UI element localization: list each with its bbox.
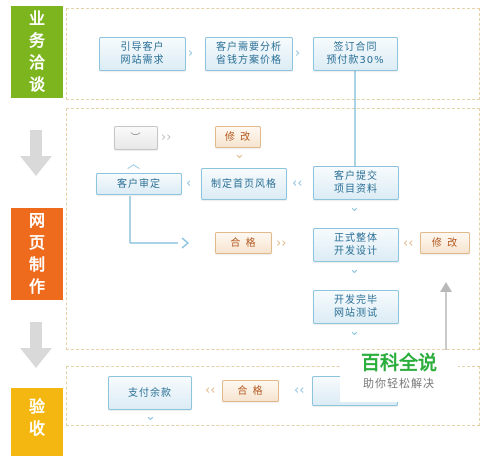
full-development-line1: 正式整体 (334, 233, 378, 244)
guide-needs-line2: 网站需求 (120, 55, 165, 66)
chevron-down-icon: ⌄ (349, 200, 360, 215)
pay-balance-box: 支付余款 (108, 376, 192, 410)
analysis-line2: 省钱方案价格 (216, 55, 282, 66)
watermark-subtitle: 助你轻松解决 (363, 377, 435, 390)
stage-label-char: 务 (28, 31, 45, 50)
stage-down-arrow-icon (20, 130, 52, 176)
analysis-box: 客户需要分析 省钱方案价格 (205, 37, 293, 71)
qualified-mid-box: 合 格 (215, 232, 272, 254)
chevron-right-icon: ›› (161, 130, 172, 145)
sign-contract-box: 签订合同 预付款30% (313, 37, 398, 71)
full-development-box: 正式整体 开发设计 (313, 228, 399, 262)
watermark-title: 百科全说 (360, 352, 437, 374)
full-development-line2: 开发设计 (334, 246, 378, 257)
unhappy-face-box: ︶ (114, 126, 158, 150)
stage-label-char: 验 (28, 397, 45, 416)
sign-contract-line2: 预付款30% (326, 55, 385, 66)
chevron-left-icon: ‹‹ (292, 176, 303, 191)
stage-label-char: 制 (28, 255, 45, 274)
homepage-style-box: 制定首页风格 (201, 168, 287, 200)
customer-review-box: 客户审定 (96, 173, 182, 195)
dev-complete-line1: 开发完毕 (334, 295, 378, 306)
chevron-down-icon: ⌄ (145, 409, 156, 424)
customer-review-label: 客户审定 (117, 178, 161, 190)
modify-top-label: 修 改 (224, 131, 252, 143)
chevron-up-icon: ︿ (127, 157, 141, 172)
stage-label-char: 业 (28, 9, 45, 28)
qualified-mid-label: 合 格 (230, 237, 257, 249)
stage-negotiation: 业务洽谈 (11, 6, 63, 98)
chevron-left-icon: ‹‹ (205, 383, 216, 398)
modify-right-box: 修 改 (420, 232, 470, 254)
chevron-right-icon: › (295, 46, 301, 61)
guide-needs-line1: 引导客户 (120, 42, 165, 53)
unhappy-face-icon: ︶ (130, 132, 142, 144)
analysis-line1: 客户需要分析 (216, 42, 282, 53)
stage-label-char: 作 (28, 277, 45, 296)
pay-balance-label: 支付余款 (128, 387, 172, 399)
chevron-left-icon: ‹ (186, 176, 192, 191)
watermark-logo: 百科全说 助你轻松解决 (340, 350, 458, 402)
chevron-right-icon: › (188, 46, 194, 61)
guide-needs-box: 引导客户 网站需求 (99, 37, 186, 71)
chevron-down-icon: ⌄ (349, 262, 360, 277)
flow-connectors (129, 70, 452, 350)
chevron-left-icon: ‹‹ (294, 383, 305, 398)
negotiation-panel (66, 8, 480, 100)
submit-materials-box: 客户提交 项目资料 (313, 166, 399, 200)
stage-down-arrow-icon (20, 322, 52, 368)
stage-label-char: 洽 (28, 53, 45, 72)
production-panel (66, 108, 480, 350)
submit-materials-line2: 项目资料 (334, 184, 378, 195)
stage-production: 网页制作 (11, 208, 63, 300)
stage-label-char: 页 (28, 233, 45, 252)
homepage-style-label: 制定首页风格 (211, 178, 277, 190)
chevron-right-icon: ›› (276, 236, 287, 251)
modify-right-label: 修 改 (431, 237, 459, 249)
chevron-left-icon: ‹‹ (403, 236, 414, 251)
chevron-down-icon: ⌄ (349, 324, 360, 339)
qualified-bottom-label: 合 格 (237, 385, 264, 397)
stage-label-char: 网 (28, 211, 45, 230)
chevron-down-icon: ⌄ (234, 147, 245, 162)
qualified-bottom-box: 合 格 (222, 380, 279, 402)
sign-contract-line1: 签订合同 (333, 42, 378, 53)
dev-complete-box: 开发完毕 网站测试 (313, 290, 399, 324)
modify-top-box: 修 改 (215, 126, 261, 148)
dev-complete-line2: 网站测试 (334, 308, 378, 319)
submit-materials-line1: 客户提交 (334, 171, 378, 182)
stage-label-char: 谈 (28, 75, 45, 94)
